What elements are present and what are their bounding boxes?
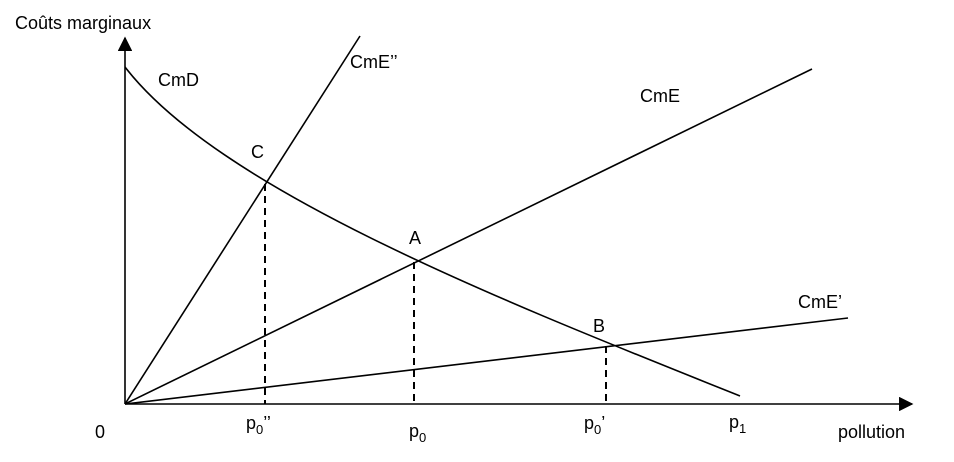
cmd-curve [124,66,741,397]
tick-p0: p0 [409,421,426,445]
tick-p1: p1 [729,412,746,436]
point-b-label: B [593,316,605,336]
cme-prime-label: CmE’ [798,292,842,312]
cme-prime-line [124,317,849,405]
cme-double-prime-line [124,35,361,405]
tick-p0-double-prime: p0’’ [246,413,271,437]
cme-line [124,68,813,405]
cme-double-prime-label: CmE’’ [350,52,398,72]
x-axis-label: pollution [838,422,905,442]
y-axis-label: Coûts marginaux [15,13,151,33]
point-a-label: A [409,228,421,248]
tick-p0-prime: p0’ [584,413,605,437]
cmd-label: CmD [158,70,199,90]
point-c-label: C [251,142,264,162]
cme-label: CmE [640,86,680,106]
origin-label: 0 [95,422,105,442]
